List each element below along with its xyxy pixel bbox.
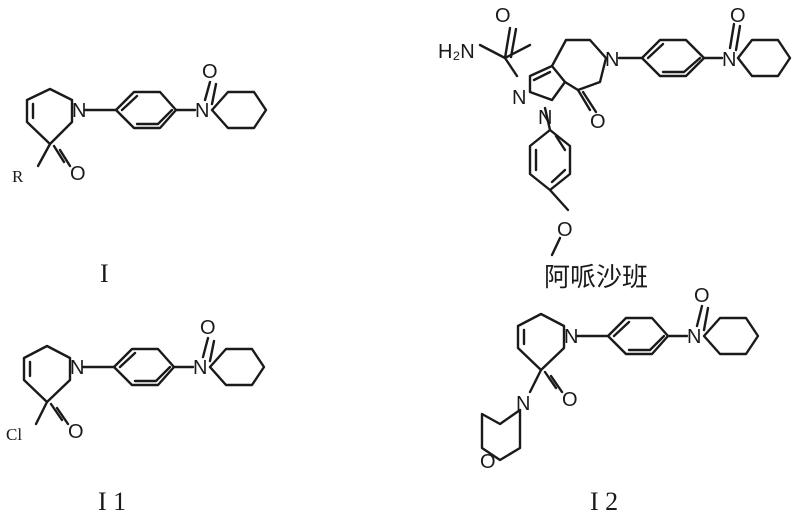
nitrogen-atom-label: N bbox=[722, 49, 736, 71]
nitrogen-atom-label: N bbox=[195, 100, 209, 122]
nitrogen-atom-label: N bbox=[516, 393, 530, 415]
caption-compound-i1: I 1 bbox=[98, 487, 126, 516]
r-group-label: R bbox=[12, 167, 24, 186]
oxygen-atom-label: O bbox=[70, 163, 86, 185]
amine-group-label: H₂N bbox=[438, 41, 475, 63]
oxygen-atom-label: O bbox=[730, 5, 746, 27]
oxygen-atom-label: O bbox=[200, 317, 216, 339]
oxygen-atom-label: O bbox=[590, 111, 606, 133]
oxygen-atom-label: O bbox=[68, 421, 84, 443]
nitrogen-atom-label: N bbox=[538, 107, 552, 129]
nitrogen-atom-label: N bbox=[70, 357, 84, 379]
oxygen-atom-label: O bbox=[557, 219, 573, 241]
structure-compound-i1: N N O O Cl I 1 bbox=[6, 317, 266, 516]
structure-compound-i: N N O O R I bbox=[12, 61, 268, 288]
nitrogen-atom-label: N bbox=[72, 100, 86, 122]
nitrogen-atom-label: N bbox=[564, 326, 578, 348]
nitrogen-atom-label: N bbox=[605, 49, 619, 71]
caption-compound-i: I bbox=[100, 259, 109, 288]
oxygen-atom-label: O bbox=[480, 451, 496, 473]
nitrogen-atom-label: N bbox=[687, 326, 701, 348]
oxygen-atom-label: O bbox=[202, 61, 218, 83]
nitrogen-atom-label: N bbox=[193, 357, 207, 379]
oxygen-atom-label: O bbox=[694, 285, 710, 307]
chlorine-atom-label: Cl bbox=[6, 425, 22, 444]
structure-apixaban: O H₂N N N N O O N O 阿哌沙班 bbox=[438, 5, 792, 292]
oxygen-atom-label: O bbox=[562, 389, 578, 411]
nitrogen-atom-label: N bbox=[512, 87, 526, 109]
caption-apixaban: 阿哌沙班 bbox=[544, 263, 648, 292]
oxygen-atom-label: O bbox=[495, 5, 511, 27]
structure-compound-i2: N N O O N O I 2 bbox=[480, 285, 760, 516]
caption-compound-i2: I 2 bbox=[590, 487, 618, 516]
